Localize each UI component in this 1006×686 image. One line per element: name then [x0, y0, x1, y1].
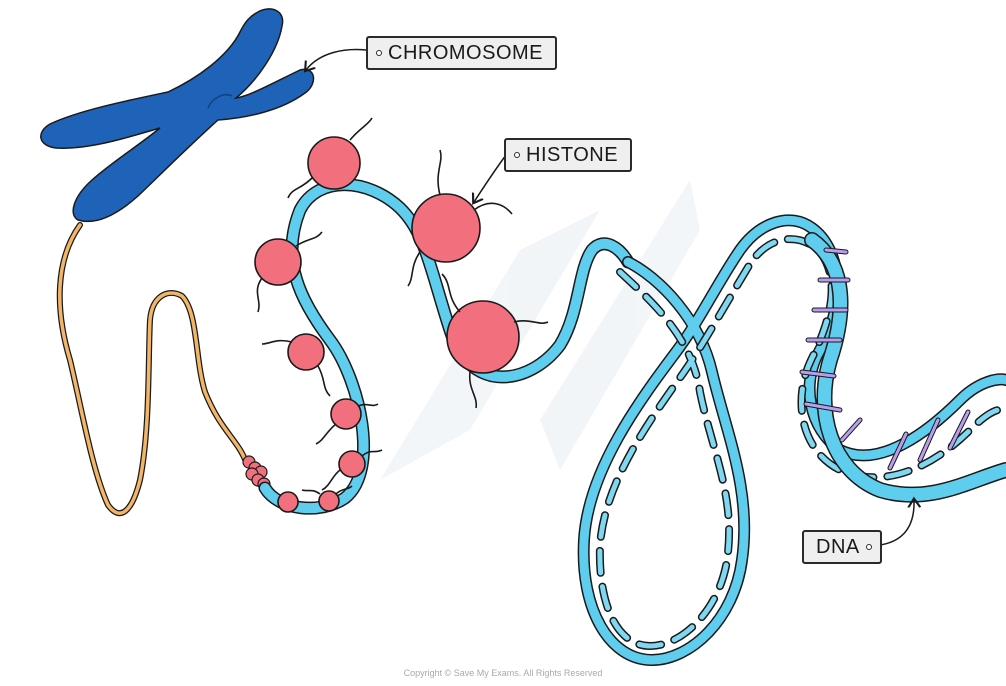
dna-label-text: DNA: [816, 535, 860, 558]
histone: [287, 117, 373, 199]
tag-hole: [376, 50, 382, 56]
histone-leader: [474, 154, 507, 202]
label-leaders: [306, 48, 914, 547]
beads-on-string-fibre: [258, 178, 635, 515]
tag-hole: [865, 544, 872, 550]
histone: [301, 485, 353, 512]
chromosome-label: CHROMOSOME: [366, 36, 557, 70]
copyright-notice: Copyright © Save My Exams. All Rights Re…: [403, 668, 603, 678]
histone: [277, 491, 299, 513]
histones: [254, 117, 549, 513]
chromatin-fibre: [56, 222, 249, 517]
chromosome: [40, 8, 315, 223]
chromosome-leader: [306, 48, 367, 70]
histone: [254, 231, 323, 313]
chromosome-label-text: CHROMOSOME: [388, 41, 543, 64]
tag-hole: [514, 152, 520, 158]
histone: [441, 273, 549, 409]
dna-unwound-section: [799, 232, 1006, 503]
histone-label-text: HISTONE: [526, 143, 619, 166]
histone: [261, 333, 331, 397]
histone: [321, 449, 383, 491]
histone: [407, 149, 513, 287]
dna-label: DNA: [802, 530, 882, 564]
histone-label: HISTONE: [504, 138, 633, 172]
histone: [315, 398, 379, 445]
